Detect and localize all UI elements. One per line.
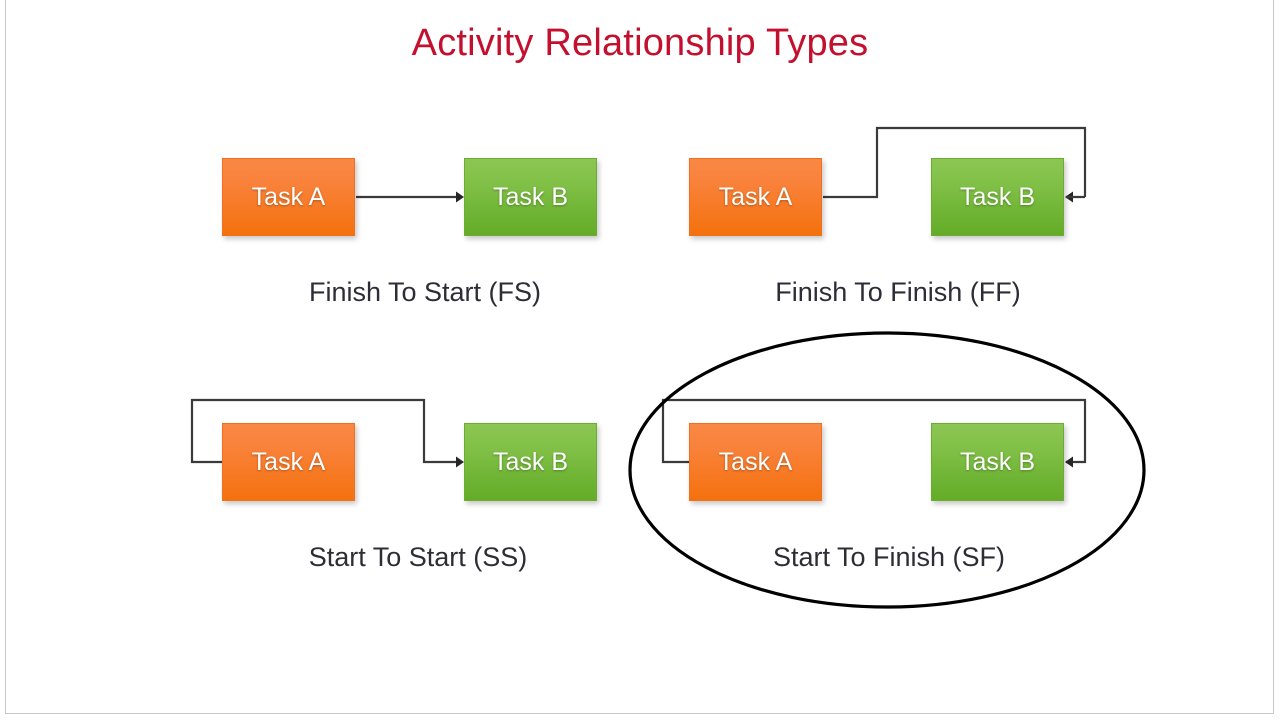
sf-task-b-box[interactable]: Task B [931, 423, 1064, 501]
ff-task-b-label: Task B [959, 182, 1036, 211]
sf-task-a-label: Task A [718, 447, 793, 476]
caption-finish-to-finish: Finish To Finish (FF) [775, 277, 1021, 307]
fs-task-b-box[interactable]: Task B [464, 158, 597, 236]
slide-frame-border [5, 0, 1274, 714]
caption-start-to-start: Start To Start (SS) [308, 542, 528, 572]
ss-task-a-label: Task A [251, 447, 326, 476]
ss-task-a-box[interactable]: Task A [222, 423, 355, 501]
sf-task-a-box[interactable]: Task A [689, 423, 822, 501]
fs-task-a-label: Task A [251, 182, 326, 211]
ff-task-b-box[interactable]: Task B [931, 158, 1064, 236]
caption-start-to-finish: Start To Finish (SF) [772, 542, 1006, 572]
ss-task-b-box[interactable]: Task B [464, 423, 597, 501]
connector-finish-to-start [356, 191, 464, 203]
ss-task-b-label: Task B [492, 447, 569, 476]
ff-task-a-box[interactable]: Task A [689, 158, 822, 236]
sf-task-b-label: Task B [959, 447, 1036, 476]
caption-finish-to-start: Finish To Start (FS) [308, 277, 542, 307]
page-title: Activity Relationship Types [411, 22, 869, 64]
fs-task-b-label: Task B [492, 182, 569, 211]
fs-task-a-box[interactable]: Task A [222, 158, 355, 236]
ff-task-a-label: Task A [718, 182, 793, 211]
